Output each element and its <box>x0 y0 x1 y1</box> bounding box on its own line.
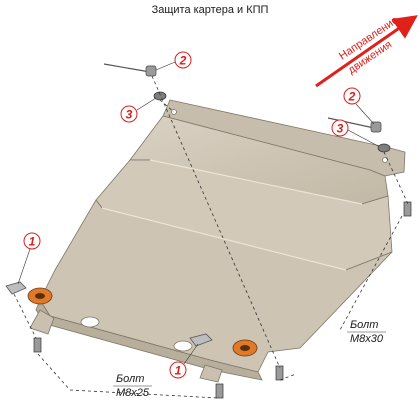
rear-left-nut <box>145 65 157 77</box>
callout-number: 1 <box>29 235 36 249</box>
rear-fasteners <box>103 63 391 153</box>
bolt-label-word: Болт <box>116 373 144 385</box>
direction-indicator: Направление движения <box>315 14 418 88</box>
direction-arrow <box>315 15 418 88</box>
callout-number: 1 <box>175 364 182 378</box>
bolt-rear-right <box>403 201 412 217</box>
bracket-right <box>189 333 213 347</box>
callout-1-right: 1 <box>169 343 199 379</box>
callout-2-rear-right: 2 <box>343 87 375 125</box>
rear-right-rod <box>327 117 375 129</box>
bolt-front-mid <box>215 383 224 399</box>
diagram-title: Защита картера и КПП <box>152 4 269 16</box>
rear-right-washer <box>377 143 391 153</box>
rear-right-nut <box>370 121 382 133</box>
skid-plate <box>27 99 406 383</box>
callout-2-rear-left: 2 <box>155 51 192 71</box>
bolt-label-word: Болт <box>350 319 378 331</box>
leader-lines <box>13 75 409 399</box>
bracket-left <box>5 281 27 295</box>
bolt-label-size: M8x25 <box>116 387 150 399</box>
callout-number: 3 <box>126 108 133 122</box>
bolt-front-right <box>275 365 284 381</box>
callout-3-rear-left: 3 <box>120 97 157 123</box>
bolt-label-m8x30: Болт M8x30 <box>347 319 386 345</box>
bolt-label-size: M8x30 <box>350 333 384 345</box>
rear-left-rod <box>103 63 151 73</box>
callout-3-rear-right: 3 <box>331 119 379 147</box>
callout-number: 2 <box>179 54 187 68</box>
callout-1-left: 1 <box>17 232 41 285</box>
bolt-front-left <box>33 337 42 353</box>
mounting-brackets <box>5 281 213 347</box>
callout-number: 2 <box>348 90 356 104</box>
bolt-label-m8x25: Болт M8x25 <box>113 373 152 399</box>
callout-number: 3 <box>337 122 344 136</box>
rear-left-washer <box>153 91 167 101</box>
